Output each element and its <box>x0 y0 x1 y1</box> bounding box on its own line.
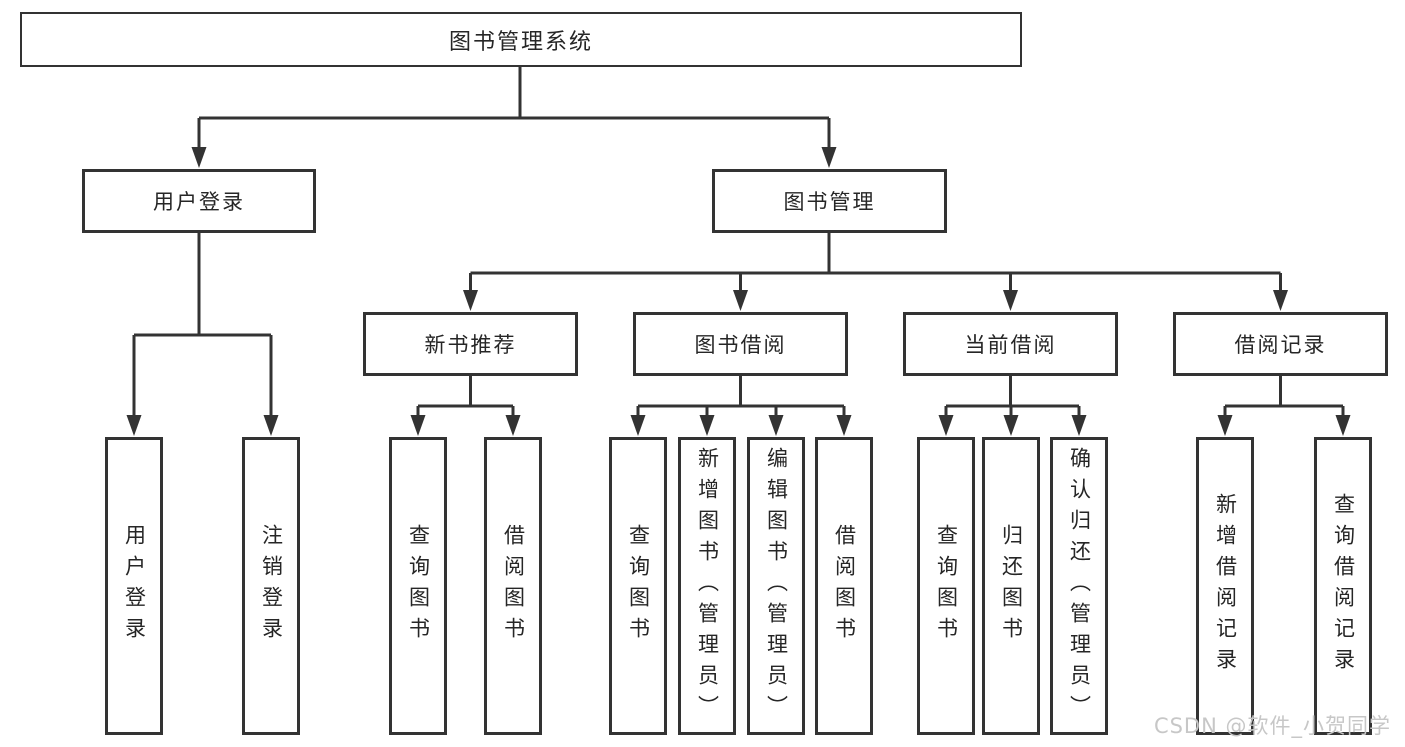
node-current-borrowing-label: 当前借阅 <box>964 333 1057 357</box>
leaf-add-borrow-record: 新增借阅记录 <box>1196 437 1254 735</box>
node-new-book-recommend-label: 新书推荐 <box>424 333 517 357</box>
connector-borrowing-records-to-leaves <box>1223 376 1345 419</box>
node-root: 图书管理系统 <box>20 12 1022 67</box>
leaf-query-books-recommend-label: 查询图书 <box>406 524 431 648</box>
connector-root-to-level2 <box>197 67 831 152</box>
leaf-borrow-books-borrowing: 借阅图书 <box>815 437 873 735</box>
leaf-confirm-return-admin: 确认归还（管理员） <box>1050 437 1108 735</box>
connector-user-login-to-leaves <box>132 233 273 419</box>
leaf-query-borrow-record: 查询借阅记录 <box>1314 437 1372 735</box>
leaf-return-books-label: 归还图书 <box>999 524 1024 648</box>
node-user-login-label: 用户登录 <box>153 190 245 214</box>
node-new-book-recommend: 新书推荐 <box>363 312 578 376</box>
leaf-borrow-books-recommend-label: 借阅图书 <box>501 524 526 648</box>
leaf-query-books-borrowing-label: 查询图书 <box>626 524 651 648</box>
leaf-return-books: 归还图书 <box>982 437 1040 735</box>
connector-current-borrowing-to-leaves <box>944 376 1081 419</box>
leaf-query-borrow-record-label: 查询借阅记录 <box>1331 493 1356 679</box>
leaf-user-login-label: 用户登录 <box>122 524 147 648</box>
leaf-query-books-borrowing: 查询图书 <box>609 437 667 735</box>
node-root-label: 图书管理系统 <box>448 29 593 55</box>
connector-new-book-recommend-to-leaves <box>416 376 515 419</box>
leaf-logout: 注销登录 <box>242 437 300 735</box>
node-book-management: 图书管理 <box>712 169 947 233</box>
leaf-add-borrow-record-label: 新增借阅记录 <box>1213 493 1238 679</box>
leaf-borrow-books-borrowing-label: 借阅图书 <box>832 524 857 648</box>
node-book-management-label: 图书管理 <box>783 190 876 214</box>
connector-book-management-to-level3 <box>469 233 1282 294</box>
leaf-add-books-admin: 新增图书（管理员） <box>678 437 736 735</box>
leaf-query-books-recommend: 查询图书 <box>389 437 447 735</box>
node-user-login: 用户登录 <box>82 169 316 233</box>
node-borrowing-records-label: 借阅记录 <box>1234 333 1327 357</box>
node-borrowing-records: 借阅记录 <box>1173 312 1388 376</box>
leaf-query-books-current: 查询图书 <box>917 437 975 735</box>
leaf-query-books-current-label: 查询图书 <box>934 524 959 648</box>
connector-book-borrowing-to-leaves <box>636 376 846 419</box>
node-current-borrowing: 当前借阅 <box>903 312 1118 376</box>
csdn-watermark: CSDN @软件_小贺同学 <box>1153 714 1391 738</box>
node-book-borrowing: 图书借阅 <box>633 312 848 376</box>
leaf-logout-label: 注销登录 <box>259 524 284 648</box>
leaf-user-login: 用户登录 <box>105 437 163 735</box>
leaf-edit-books-admin-label: 编辑图书（管理员） <box>764 446 789 726</box>
leaf-add-books-admin-label: 新增图书（管理员） <box>695 446 720 726</box>
node-book-borrowing-label: 图书借阅 <box>694 333 787 357</box>
leaf-edit-books-admin: 编辑图书（管理员） <box>747 437 805 735</box>
leaf-confirm-return-admin-label: 确认归还（管理员） <box>1067 446 1092 726</box>
leaf-borrow-books-recommend: 借阅图书 <box>484 437 542 735</box>
